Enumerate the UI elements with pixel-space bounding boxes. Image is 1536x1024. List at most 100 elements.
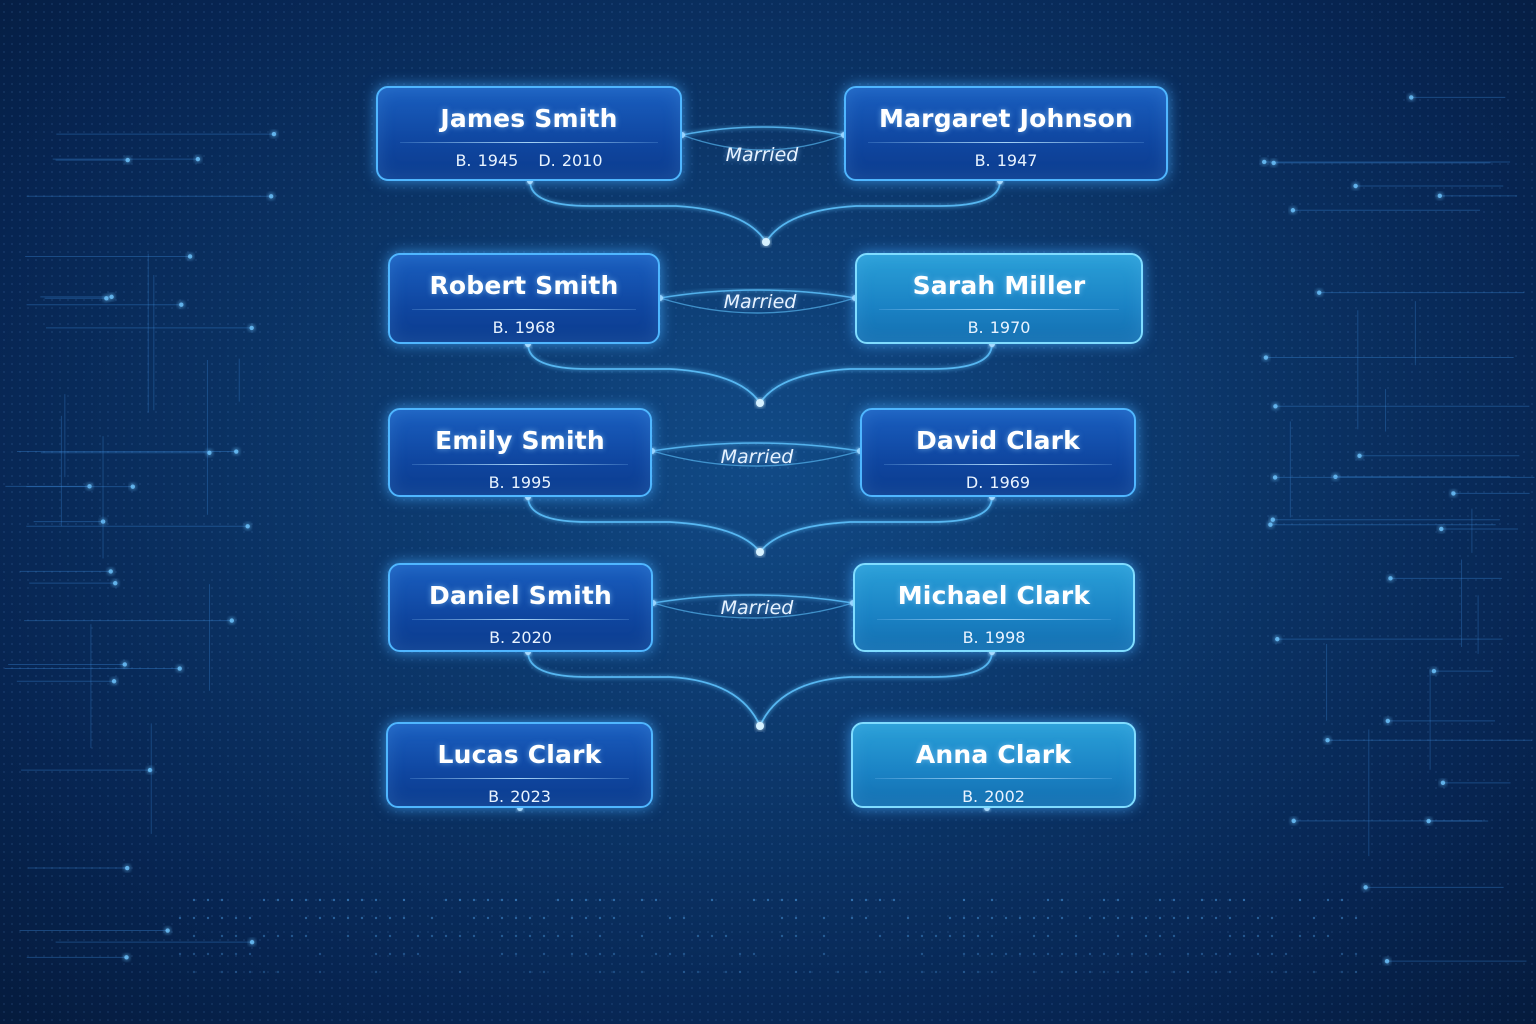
- circuit-dot: [1256, 934, 1260, 938]
- person-anna-clark[interactable]: Anna Clark B. 2002: [851, 722, 1136, 808]
- person-sarah-miller[interactable]: Sarah Miller B. 1970: [855, 253, 1143, 344]
- divider: [868, 142, 1144, 143]
- circuit-dot: [710, 898, 714, 902]
- marriage-connector: [681, 134, 845, 151]
- circuit-dot: [1018, 952, 1022, 956]
- circuit-dot: [1158, 934, 1162, 938]
- circuit-glow: [248, 938, 257, 947]
- marriage-connector: [681, 126, 845, 136]
- person-name: Margaret Johnson: [879, 104, 1133, 133]
- circuit-dot: [374, 898, 378, 902]
- circuit-dot: [1284, 970, 1288, 974]
- circuit-dot: [864, 916, 868, 920]
- circuit-dot: [584, 898, 588, 902]
- descent-curve: [759, 496, 993, 553]
- circuit-dot: [276, 898, 280, 902]
- circuit-dot: [1354, 952, 1358, 956]
- person-robert-smith[interactable]: Robert Smith B. 1968: [388, 253, 660, 344]
- circuit-dot: [612, 970, 616, 974]
- descent-curve: [529, 180, 767, 243]
- circuit-dot: [780, 934, 784, 938]
- circuit-dot: [1312, 916, 1316, 920]
- circuit-dot: [598, 898, 602, 902]
- circuit-dot: [500, 898, 504, 902]
- person-daniel-smith[interactable]: Daniel Smith B. 2020: [388, 563, 653, 652]
- circuit-glow: [269, 130, 278, 139]
- circuit-dot: [1102, 952, 1106, 956]
- circuit-dot: [1004, 952, 1008, 956]
- circuit-dot: [192, 916, 196, 920]
- circuit-dot: [234, 934, 238, 938]
- circuit-dot: [962, 934, 966, 938]
- circuit-dot: [1200, 952, 1204, 956]
- circuit-dot: [262, 970, 266, 974]
- circuit-dot: [668, 916, 672, 920]
- junction-dot: [756, 722, 764, 730]
- circuit-dot: [920, 970, 924, 974]
- circuit-dot: [962, 952, 966, 956]
- circuit-glow: [106, 567, 115, 576]
- marriage-connector: [652, 602, 854, 619]
- circuit-dot: [934, 934, 938, 938]
- circuit-dot: [570, 898, 574, 902]
- circuit-dot: [1172, 916, 1176, 920]
- birth-date: B. 1945: [455, 151, 519, 170]
- circuit-dot: [948, 934, 952, 938]
- circuit-dot: [402, 916, 406, 920]
- circuit-dot: [1186, 916, 1190, 920]
- circuit-dot: [948, 916, 952, 920]
- descent-curve: [759, 343, 993, 404]
- circuit-dot: [1228, 916, 1232, 920]
- circuit-dot: [304, 898, 308, 902]
- circuit-dot: [878, 898, 882, 902]
- person-michael-clark[interactable]: Michael Clark B. 1998: [853, 563, 1135, 652]
- circuit-dot: [1102, 898, 1106, 902]
- circuit-dot: [472, 916, 476, 920]
- person-name: Lucas Clark: [437, 740, 602, 769]
- circuit-glow: [1407, 93, 1416, 102]
- person-margaret-johnson[interactable]: Margaret Johnson B. 1947: [844, 86, 1168, 181]
- circuit-glow: [243, 522, 252, 531]
- circuit-dot: [556, 934, 560, 938]
- circuit-dot: [220, 916, 224, 920]
- circuit-dot: [528, 934, 532, 938]
- circuit-dot: [654, 898, 658, 902]
- circuit-dot: [892, 898, 896, 902]
- person-david-clark[interactable]: David Clark D. 1969: [860, 408, 1136, 497]
- circuit-dot: [976, 916, 980, 920]
- person-emily-smith[interactable]: Emily Smith B. 1995: [388, 408, 652, 497]
- birth-date: B. 1995: [488, 473, 552, 492]
- birth-date: B. 1970: [967, 318, 1031, 337]
- circuit-glow: [1271, 473, 1280, 482]
- circuit-dot: [1298, 934, 1302, 938]
- circuit-glow: [1289, 816, 1298, 825]
- circuit-dot: [402, 952, 406, 956]
- circuit-dot: [990, 934, 994, 938]
- circuit-dot: [780, 916, 784, 920]
- circuit-dot: [248, 916, 252, 920]
- circuit-glow: [177, 300, 186, 309]
- circuit-dot: [920, 934, 924, 938]
- circuit-glow: [1437, 524, 1446, 533]
- circuit-dot: [906, 916, 910, 920]
- circuit-glow: [1268, 515, 1277, 524]
- circuit-dot: [332, 916, 336, 920]
- circuit-dot: [1046, 916, 1050, 920]
- married-label: Married: [725, 144, 799, 166]
- circuit-dot: [1144, 934, 1148, 938]
- person-lucas-clark[interactable]: Lucas Clark B. 2023: [386, 722, 653, 808]
- circuit-dot: [1340, 916, 1344, 920]
- circuit-dot: [1172, 934, 1176, 938]
- circuit-dot: [1214, 970, 1218, 974]
- person-dates: B. 2002: [853, 787, 1134, 807]
- marriage-connector: [659, 297, 856, 314]
- circuit-dot: [724, 970, 728, 974]
- circuit-dot: [668, 952, 672, 956]
- circuit-dot: [1284, 952, 1288, 956]
- divider: [412, 309, 636, 310]
- circuit-glow: [227, 616, 236, 625]
- circuit-dot: [1340, 952, 1344, 956]
- circuit-dot: [1130, 916, 1134, 920]
- divider: [879, 309, 1119, 310]
